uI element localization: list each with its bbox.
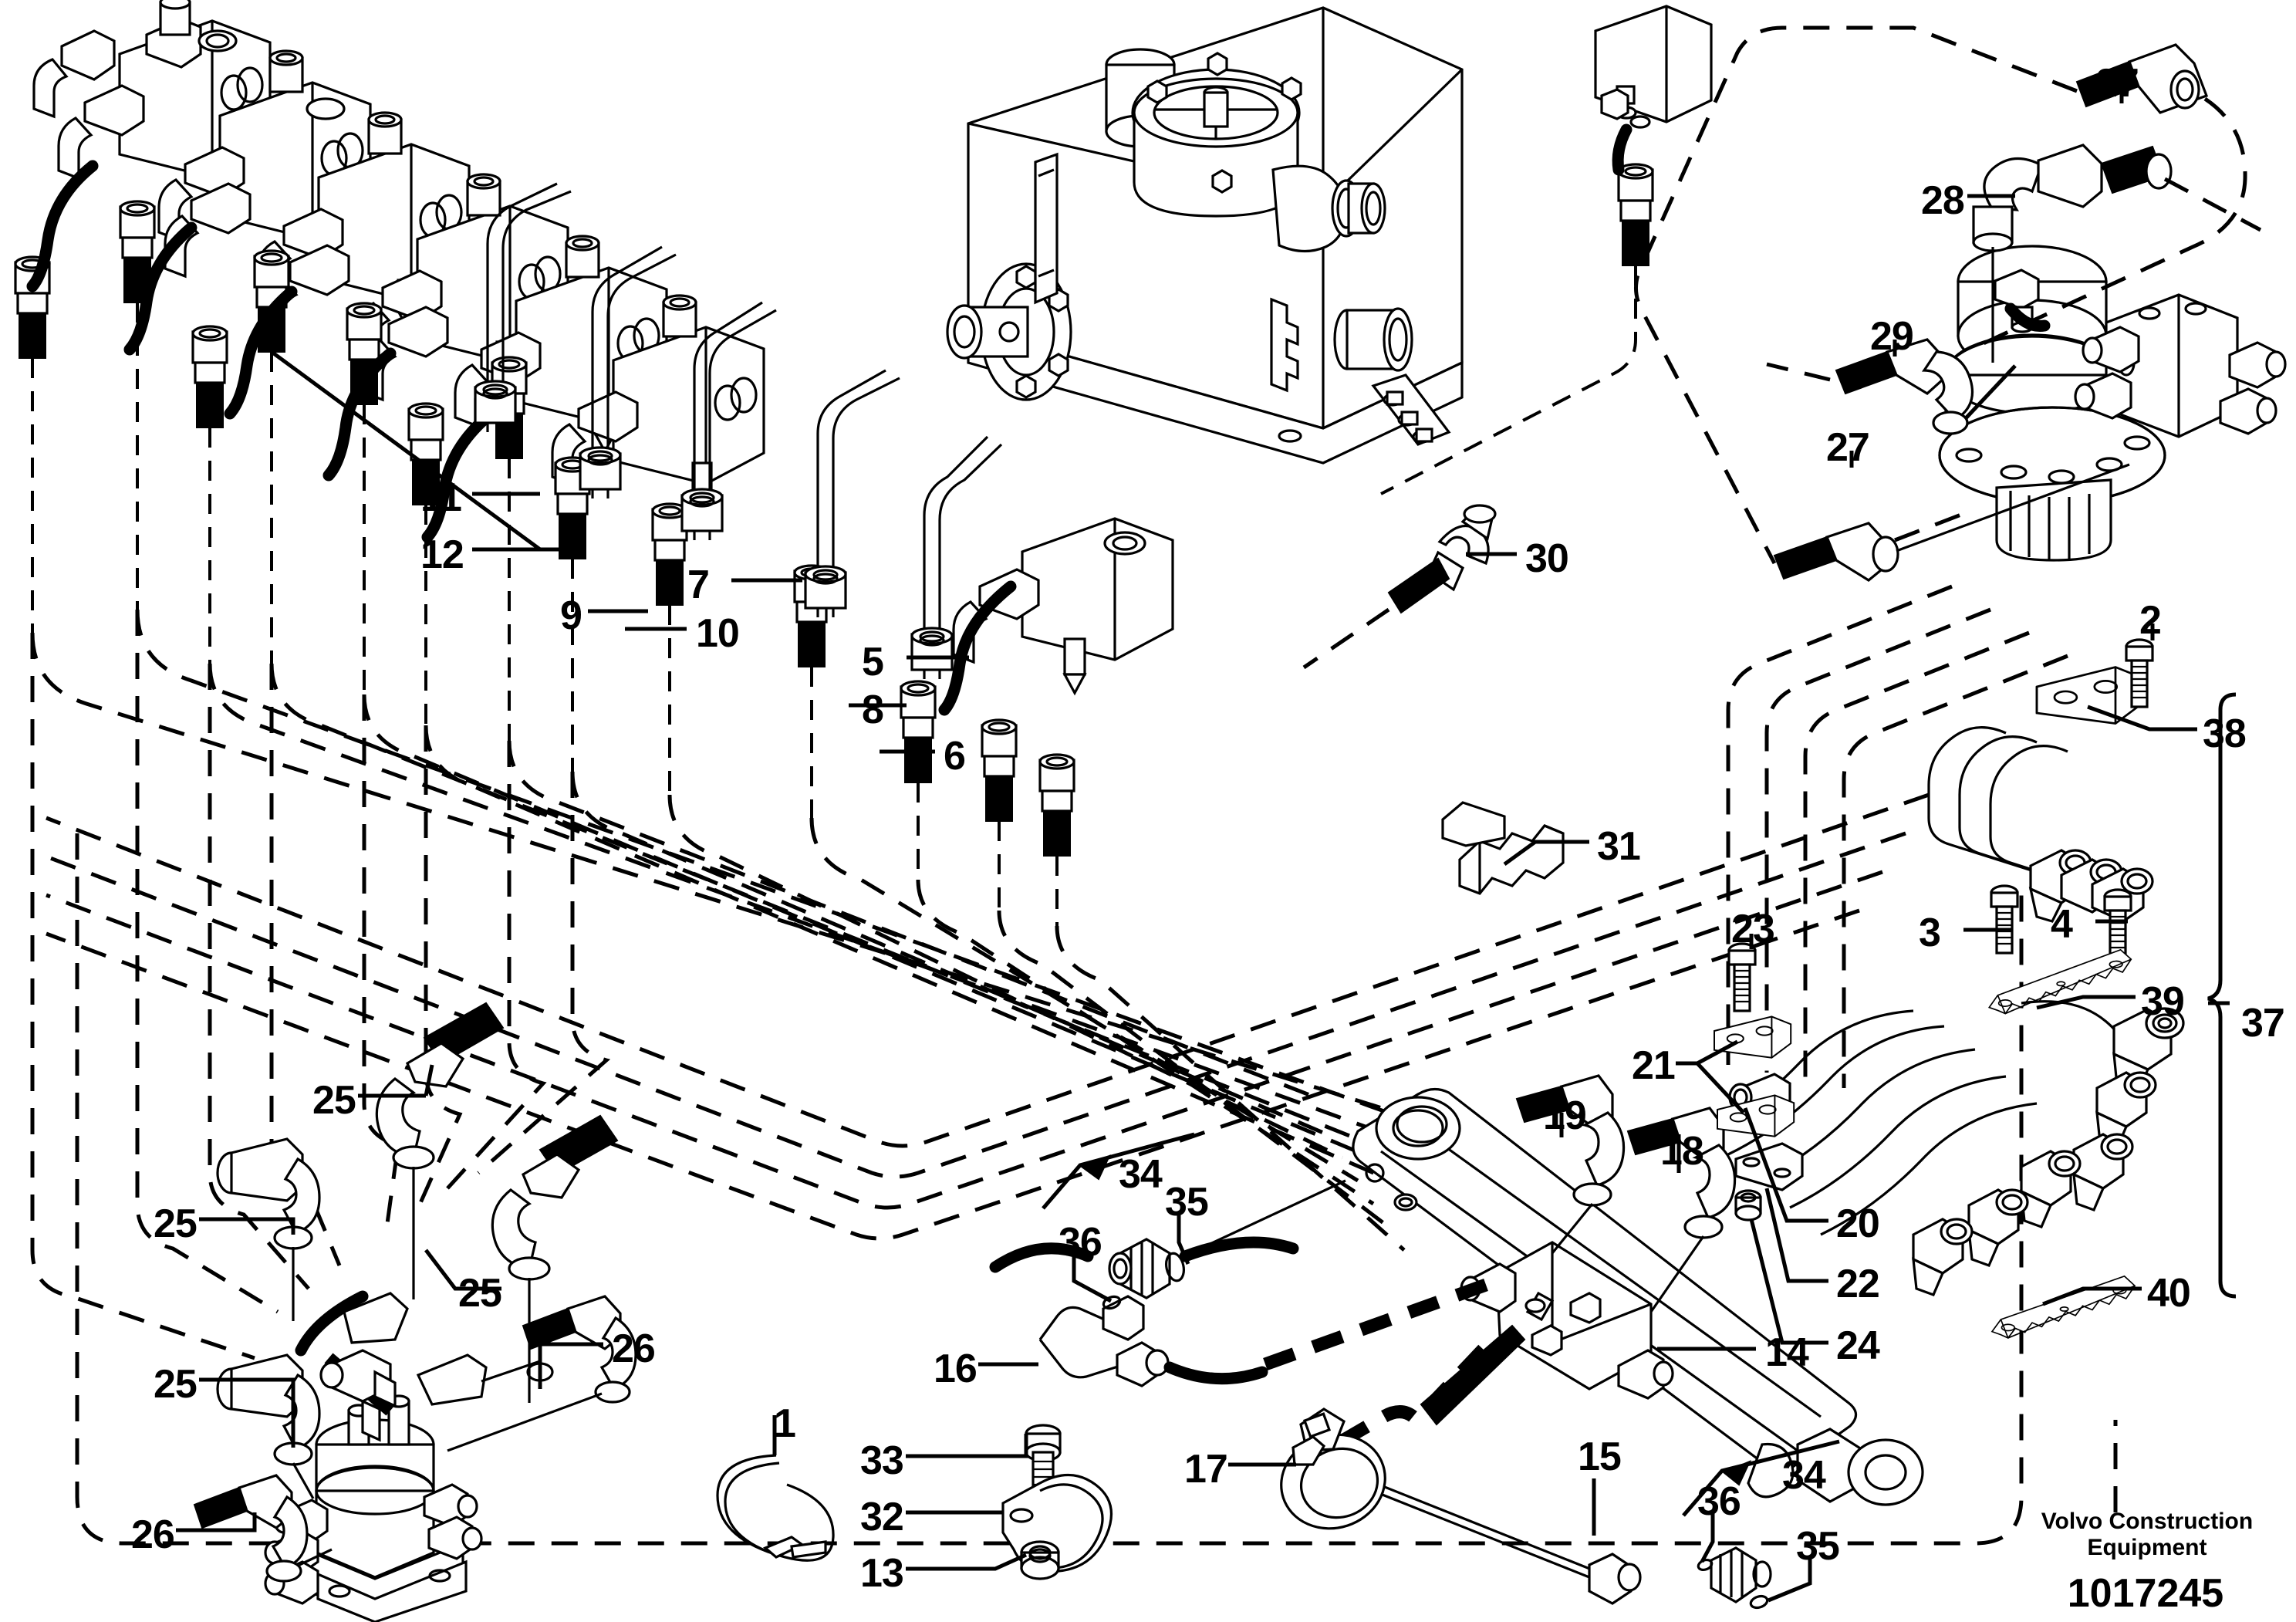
callout-12: 12 [420, 532, 464, 577]
callout-34-b: 34 [1782, 1453, 1826, 1498]
callout-29: 29 [1870, 314, 1914, 359]
control-valve-bank [32, 0, 1174, 696]
tube-assembly-group-37 [1697, 638, 2185, 1339]
swivel-joint [264, 1394, 483, 1622]
callout-25-d: 25 [154, 1362, 198, 1407]
callout-2: 2 [2139, 598, 2162, 643]
callout-36-a: 36 [1059, 1220, 1102, 1265]
plug-assembly-right [1697, 1546, 1772, 1610]
fitting-30 [1302, 504, 1497, 670]
hoses-27-28-29 [1633, 25, 2262, 582]
tube-16 [1038, 1275, 1499, 1387]
callout-27-a: 27 [2095, 61, 2139, 106]
callout-7: 7 [687, 563, 710, 607]
callout-32: 32 [860, 1495, 904, 1539]
brand-line-1: Volvo Construction [2041, 1509, 2254, 1534]
callout-40: 40 [2147, 1271, 2191, 1316]
pilot-valve-block [1380, 5, 1713, 495]
callout-35-b: 35 [1796, 1524, 1840, 1569]
callout-1: 1 [774, 1401, 796, 1446]
callout-10: 10 [696, 611, 740, 656]
rigid-tubes [474, 182, 1003, 679]
callout-36-b: 36 [1697, 1479, 1741, 1524]
callout-26-b: 26 [131, 1512, 175, 1557]
callout-17: 17 [1184, 1447, 1228, 1492]
valve-to-fitting-hoses [26, 160, 1017, 716]
callout-25-c: 25 [458, 1271, 502, 1316]
callout-37: 37 [2241, 1001, 2285, 1046]
callout-11: 11 [420, 475, 462, 520]
callout-20: 20 [1836, 1201, 1880, 1246]
callout-8: 8 [862, 688, 884, 732]
callout-35-a: 35 [1165, 1180, 1209, 1225]
callout-4: 4 [2051, 902, 2073, 947]
callout-13: 13 [860, 1551, 904, 1596]
callout-9: 9 [560, 593, 582, 638]
callout-28: 28 [1921, 178, 1965, 223]
callout-21: 21 [1632, 1043, 1676, 1088]
plug-assembly-left [1102, 1236, 1299, 1310]
callout-3: 3 [1919, 911, 1941, 955]
swivel-hose-fittings [193, 1002, 637, 1583]
callout-25-a: 25 [312, 1078, 356, 1123]
callout-6: 6 [944, 734, 966, 779]
callout-25-b: 25 [154, 1201, 198, 1246]
callout-16: 16 [934, 1347, 977, 1391]
part-number: 1017245 [2067, 1571, 2224, 1616]
callout-26-a: 26 [612, 1326, 656, 1371]
callout-22: 22 [1836, 1262, 1880, 1306]
hose-fittings-left [14, 200, 1075, 926]
callout-39: 39 [2141, 979, 2185, 1024]
callout-19: 19 [1543, 1093, 1587, 1138]
brand-line-2: Equipment [2087, 1534, 2207, 1560]
callout-24: 24 [1836, 1323, 1880, 1368]
hose-clamp-block-31 [1441, 801, 1565, 895]
callout-23: 23 [1731, 907, 1775, 951]
callout-31: 31 [1597, 824, 1641, 869]
callout-33: 33 [860, 1438, 904, 1483]
callout-14: 14 [1765, 1330, 1809, 1375]
callout-34-a: 34 [1119, 1152, 1163, 1197]
callout-27-b: 27 [1826, 425, 1870, 470]
clamp-ring-17 [1280, 1407, 1386, 1530]
callout-30: 30 [1525, 536, 1569, 581]
hydraulic-tank [946, 6, 1464, 465]
clamp-parts-20-24 [1714, 942, 1804, 1222]
callout-38: 38 [2203, 711, 2247, 756]
brand-block: Volvo Construction Equipment [2020, 1509, 2274, 1560]
callout-15: 15 [1578, 1434, 1622, 1479]
swing-motor [1938, 245, 2287, 562]
leader-lines [176, 86, 2237, 1603]
callout-5: 5 [862, 640, 884, 684]
hose-routing-bundle [30, 584, 2068, 1546]
callout-18: 18 [1660, 1129, 1704, 1174]
loose-hardware [716, 1415, 1113, 1580]
